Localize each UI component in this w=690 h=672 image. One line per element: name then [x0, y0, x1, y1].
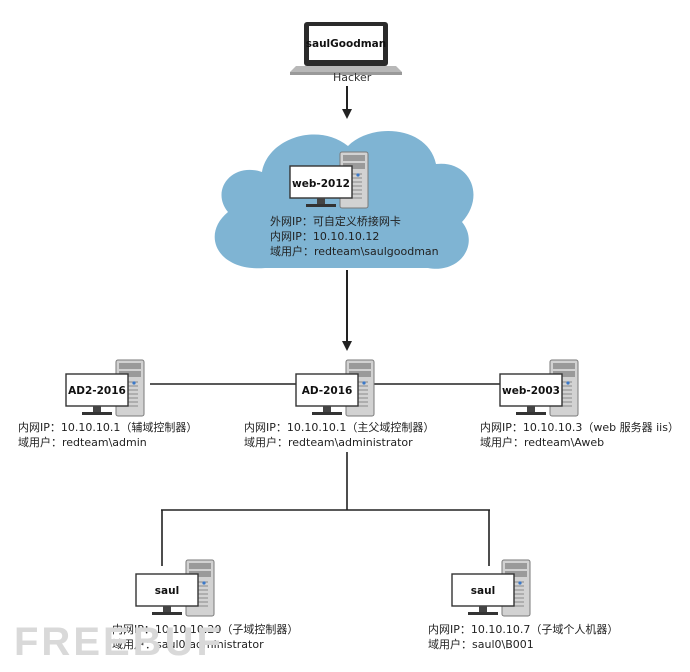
server-name-web2012: web-2012: [292, 178, 350, 190]
web2003-info-line: 域用户：redteam\Aweb: [480, 436, 605, 449]
cloud-info-line: 域用户：redteam\saulgoodman: [270, 245, 439, 258]
server-name-ad: AD-2016: [302, 385, 353, 397]
saul-dc-info: 内网IP：10.10.10.20（子域控制器） 域用户：saul0\admini…: [112, 622, 298, 652]
saul-dc-info-line: 内网IP：10.10.10.20（子域控制器）: [112, 623, 299, 636]
ad2-info-line: 域用户：redteam\admin: [18, 436, 147, 449]
laptop-label: saulGoodman: [306, 38, 386, 50]
ad-info: 内网IP：10.10.10.1（主父域控制器） 域用户：redteam\admi…: [244, 420, 434, 450]
ad2-info-line: 内网IP：10.10.10.1（辅域控制器）: [18, 421, 198, 434]
ad2-info: 内网IP：10.10.10.1（辅域控制器） 域用户：redteam\admin: [18, 420, 197, 450]
watermark: FREEBUF: [14, 620, 224, 664]
ad-info-line: 域用户：redteam\administrator: [244, 436, 413, 449]
server-name-saul-dc: saul: [155, 585, 179, 597]
web2003-info-line: 内网IP：10.10.10.3（web 服务器 iis）: [480, 421, 679, 434]
saul-pc-info-line: 内网IP：10.10.10.7（子域个人机器）: [428, 623, 619, 636]
server-name-web2003: web-2003: [502, 385, 560, 397]
hacker-caption: Hacker: [333, 71, 372, 84]
saul-pc-info: 内网IP：10.10.10.7（子域个人机器） 域用户：saul0\B001: [428, 622, 618, 652]
server-name-ad2: AD2-2016: [68, 385, 126, 397]
laptop-icon: [290, 22, 402, 75]
ad-info-line: 内网IP：10.10.10.1（主父域控制器）: [244, 421, 435, 434]
saul-pc-info-line: 域用户：saul0\B001: [428, 638, 534, 651]
cloud-info-line: 内网IP：10.10.10.12: [270, 230, 380, 243]
server-name-saul-pc: saul: [471, 585, 495, 597]
web2003-info: 内网IP：10.10.10.3（web 服务器 iis） 域用户：redteam…: [480, 420, 679, 450]
cloud-info-line: 外网IP：可自定义桥接网卡: [270, 215, 401, 228]
cloud-info: 外网IP：可自定义桥接网卡 内网IP：10.10.10.12 域用户：redte…: [270, 214, 439, 259]
saul-dc-info-line: 域用户：saul0\administrator: [112, 638, 264, 651]
